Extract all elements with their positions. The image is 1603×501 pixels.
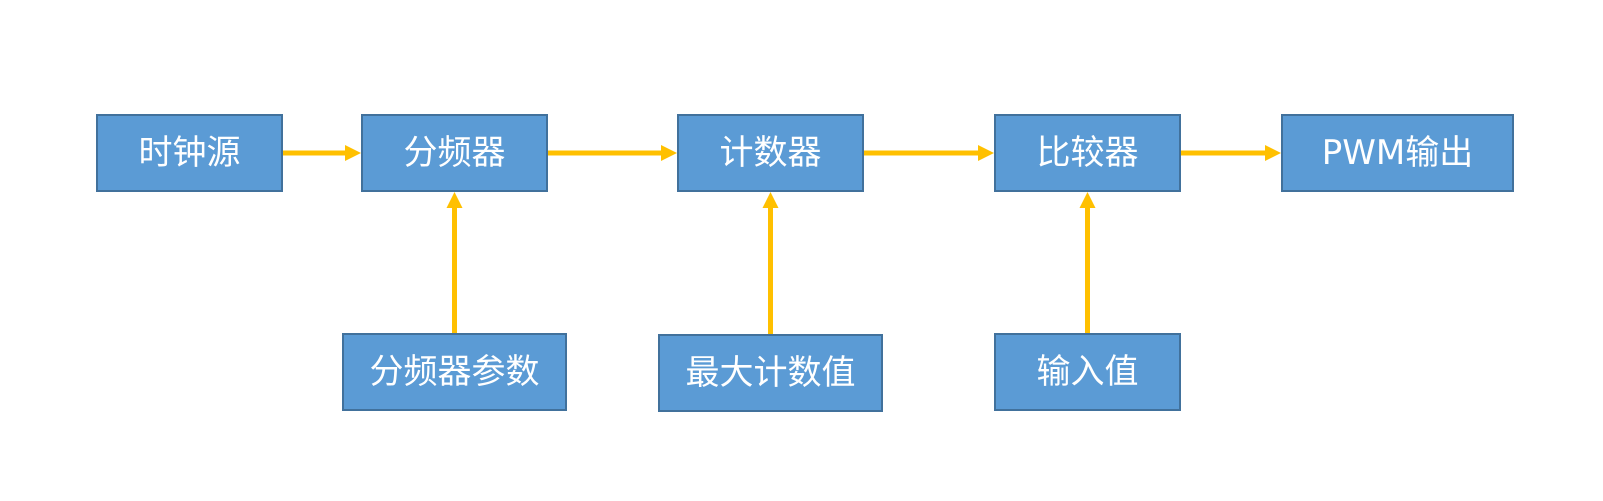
arrow-max_count-to-counter xyxy=(762,192,779,334)
arrow-divider_param-to-divider xyxy=(446,192,463,333)
arrow-head-icon xyxy=(762,192,779,208)
pwm-output-box: PWM输出 xyxy=(1281,114,1514,192)
counter-box: 计数器 xyxy=(677,114,864,192)
arrow-clock_source-to-divider xyxy=(283,145,361,161)
clock-source-box: 时钟源 xyxy=(96,114,283,192)
divider-param-label: 分频器参数 xyxy=(369,352,540,392)
arrow-head-icon xyxy=(1079,192,1096,208)
counter-label: 计数器 xyxy=(719,133,822,173)
pwm-output-label: PWM输出 xyxy=(1321,133,1474,173)
comparator-label: 比较器 xyxy=(1036,133,1139,173)
arrow-counter-to-comparator xyxy=(864,145,994,161)
input-value-box: 输入值 xyxy=(994,333,1181,411)
arrow-comparator-to-pwm_output xyxy=(1181,145,1281,161)
arrow-head-icon xyxy=(978,145,994,161)
arrow-input_value-to-comparator xyxy=(1079,192,1096,333)
clock-source-label: 时钟源 xyxy=(138,133,241,173)
max-count-box: 最大计数值 xyxy=(658,334,883,412)
divider-param-box: 分频器参数 xyxy=(342,333,567,411)
divider-label: 分频器 xyxy=(403,133,506,173)
max-count-label: 最大计数值 xyxy=(685,353,856,393)
comparator-box: 比较器 xyxy=(994,114,1181,192)
arrow-head-icon xyxy=(446,192,463,208)
divider-box: 分频器 xyxy=(361,114,548,192)
arrow-head-icon xyxy=(1265,145,1281,161)
input-value-label: 输入值 xyxy=(1036,352,1139,392)
arrow-head-icon xyxy=(345,145,361,161)
arrow-head-icon xyxy=(661,145,677,161)
arrow-divider-to-counter xyxy=(548,145,677,161)
